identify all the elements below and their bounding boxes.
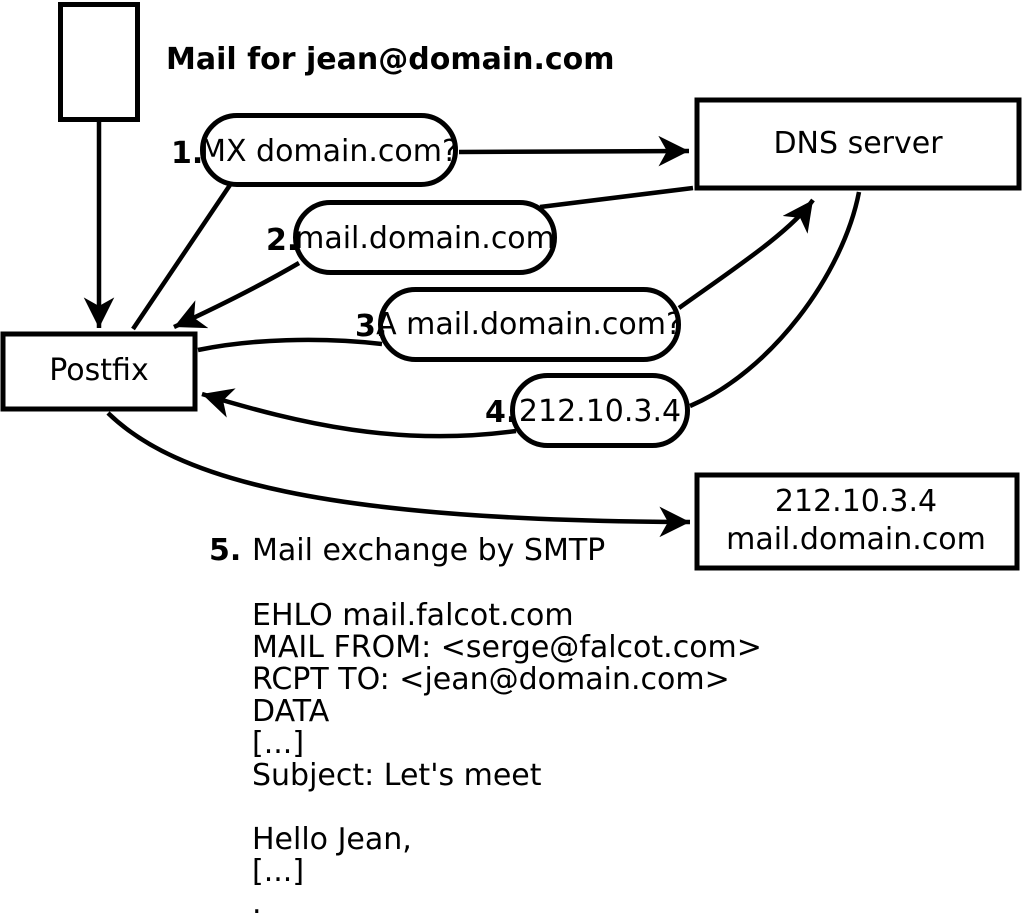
line-dns-to-reply4: [689, 191, 862, 409]
caption-mail-for: Mail for jean@domain.com: [166, 42, 615, 77]
query1-label: MX domain.com?: [200, 134, 458, 169]
smtp-line: RCPT TO: <jean@domain.com>: [252, 662, 730, 697]
smtp-session-transcript: EHLO mail.falcot.com MAIL FROM: <serge@f…: [252, 598, 762, 919]
dns-server-label: DNS server: [773, 126, 943, 161]
arrow-query3-to-dns: [677, 198, 815, 310]
mail-server-host-label: mail.domain.com: [726, 522, 986, 557]
bubble-reply4: [510, 373, 690, 448]
smtp-line: MAIL FROM: <serge@falcot.com>: [252, 630, 762, 665]
line-postfix-to-query3: [197, 337, 383, 353]
step2-number: 2.: [266, 223, 298, 258]
arrow-postfix-to-mailserver: [106, 411, 691, 538]
smtp-line: EHLO mail.falcot.com: [252, 598, 574, 633]
smtp-line: .: [252, 886, 262, 919]
bubble-query1: [200, 113, 458, 187]
smtp-line: Subject: Let's meet: [252, 758, 542, 793]
smtp-line: DATA: [252, 694, 330, 729]
dns-server-box: [694, 97, 1022, 191]
arrow-query1-to-dns: [458, 135, 690, 167]
step4-number: 4.: [485, 395, 517, 430]
mail-server-ip-label: 212.10.3.4: [775, 484, 937, 519]
step5-number: 5.: [209, 533, 241, 568]
step3-number: 3.: [355, 309, 387, 344]
step1-number: 1.: [171, 136, 203, 171]
reply4-label: 212.10.3.4: [519, 394, 681, 429]
arrow-reply4-to-postfix: [201, 388, 517, 439]
step5-label: Mail exchange by SMTP: [252, 533, 605, 568]
bubble-reply2: [293, 200, 557, 275]
mail-server-box: [694, 472, 1020, 571]
mail-message-box: [58, 2, 140, 122]
line-dns-to-reply2: [539, 185, 694, 210]
postfix-label: Postfix: [49, 353, 148, 388]
postfix-box: [0, 331, 198, 412]
query3-label: A mail.domain.com?: [376, 307, 682, 342]
smtp-line: [...]: [252, 854, 304, 889]
arrow-reply2-to-postfix: [173, 261, 301, 330]
bubble-query3: [378, 287, 681, 362]
smtp-line: Hello Jean,: [252, 822, 412, 857]
line-postfix-to-query1: [131, 183, 232, 331]
reply2-label: mail.domain.com: [295, 221, 555, 256]
smtp-line: [...]: [252, 726, 304, 761]
